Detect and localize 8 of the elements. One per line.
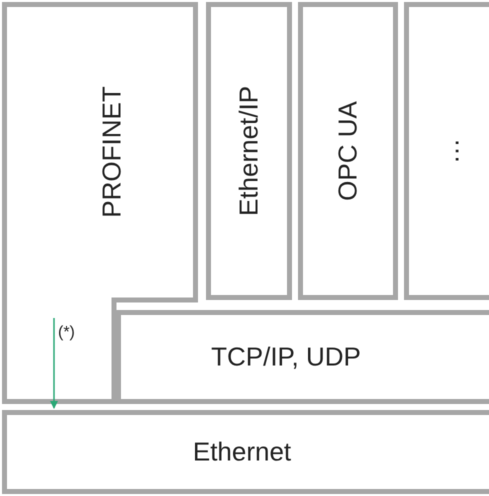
arrow (50, 318, 58, 409)
layer-label: Ethernet/IP (234, 86, 264, 216)
edge-label: (*) (58, 324, 75, 342)
layer-label: TCP/IP, UDP (211, 342, 361, 372)
layer-label: Ethernet (192, 436, 292, 468)
layer-label: … (434, 138, 466, 164)
layer-label: OPC UA (332, 101, 364, 201)
layer-label: PROFINET (96, 86, 128, 218)
